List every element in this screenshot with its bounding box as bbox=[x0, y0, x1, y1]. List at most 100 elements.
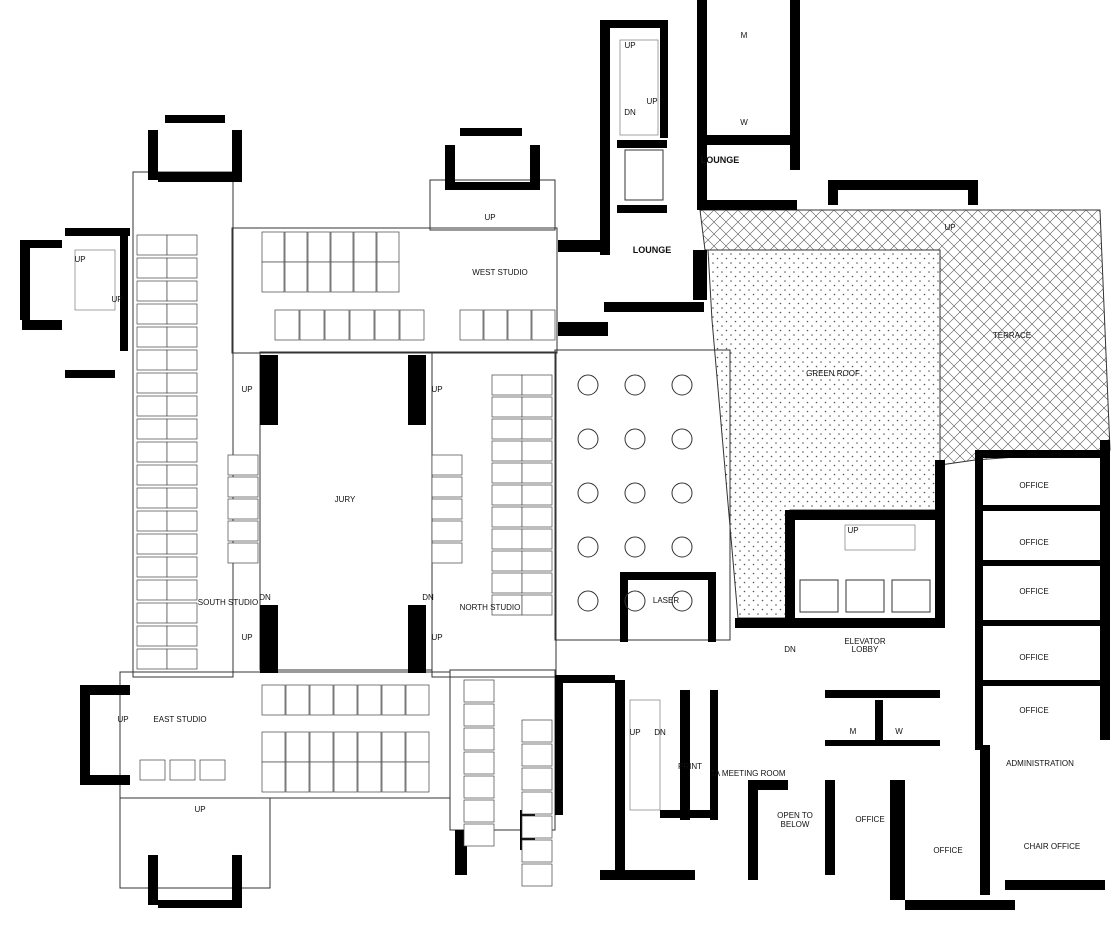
desk bbox=[136, 395, 168, 417]
desk bbox=[166, 326, 198, 348]
desk bbox=[463, 799, 495, 823]
desk bbox=[299, 309, 325, 341]
desk bbox=[507, 309, 532, 341]
desk bbox=[136, 326, 168, 348]
elevators bbox=[624, 149, 931, 613]
desk bbox=[136, 602, 168, 624]
room-label-office: OFFICE bbox=[1019, 653, 1048, 662]
desk bbox=[463, 751, 495, 775]
desk bbox=[357, 761, 382, 793]
desk bbox=[166, 372, 198, 394]
desk bbox=[309, 761, 334, 793]
round-table bbox=[671, 428, 693, 450]
desk bbox=[330, 261, 354, 293]
room-label-east-studio: EAST STUDIO bbox=[153, 715, 206, 724]
desk bbox=[463, 823, 495, 847]
desk bbox=[491, 418, 523, 440]
desk bbox=[136, 510, 168, 532]
room-label-restroom-w: W bbox=[895, 727, 903, 736]
stair-dn-label: DN bbox=[259, 593, 271, 602]
stair-up-label: UP bbox=[431, 633, 442, 642]
stair-dn-label: DN bbox=[654, 728, 666, 737]
round-table bbox=[624, 428, 646, 450]
desk bbox=[521, 863, 553, 887]
stair-dn-label: DN bbox=[784, 645, 796, 654]
desk bbox=[261, 684, 286, 716]
desk bbox=[285, 731, 310, 763]
desk bbox=[521, 418, 553, 440]
desk bbox=[284, 231, 308, 263]
stair-up-label: UP bbox=[117, 715, 128, 724]
desk bbox=[491, 550, 523, 572]
desk bbox=[521, 506, 553, 528]
desk bbox=[333, 684, 358, 716]
desk bbox=[399, 309, 425, 341]
room-label-restroom-m: M bbox=[850, 727, 857, 736]
desk bbox=[307, 231, 331, 263]
desk bbox=[431, 542, 463, 564]
desk bbox=[521, 743, 553, 767]
round-table bbox=[624, 590, 646, 612]
desk bbox=[324, 309, 350, 341]
desk bbox=[227, 498, 259, 520]
stair-up-label: UP bbox=[431, 385, 442, 394]
desk bbox=[166, 349, 198, 371]
room-label-open-to-below-2: BELOW bbox=[781, 820, 810, 829]
room-label-north-studio: NORTH STUDIO bbox=[460, 603, 521, 612]
stair-up-label: UP bbox=[111, 295, 122, 304]
desk bbox=[405, 761, 430, 793]
desk bbox=[261, 761, 286, 793]
room-label-office-bottom-1: OFFICE bbox=[855, 815, 884, 824]
desk bbox=[166, 625, 198, 647]
desk bbox=[353, 231, 377, 263]
desk bbox=[136, 303, 168, 325]
desk bbox=[459, 309, 484, 341]
room-label-open-to-below-1: OPEN TO bbox=[777, 811, 813, 820]
round-tables bbox=[577, 374, 693, 612]
room-label-jury: JURY bbox=[335, 495, 356, 504]
desk bbox=[521, 462, 553, 484]
desk bbox=[136, 234, 168, 256]
desk bbox=[491, 396, 523, 418]
desk bbox=[274, 309, 300, 341]
stair-up-label: UP bbox=[847, 526, 858, 535]
desk bbox=[463, 679, 495, 703]
desk bbox=[166, 602, 198, 624]
desk bbox=[136, 257, 168, 279]
room-label-laser: LASER bbox=[653, 596, 679, 605]
desk bbox=[136, 533, 168, 555]
desk bbox=[330, 231, 354, 263]
stair-up-label: UP bbox=[484, 213, 495, 222]
desk bbox=[491, 440, 523, 462]
desk bbox=[166, 533, 198, 555]
desk bbox=[307, 261, 331, 293]
desk bbox=[521, 815, 553, 839]
room-label-elevator-lobby-1: ELEVATOR bbox=[844, 637, 886, 646]
desk bbox=[227, 520, 259, 542]
walls bbox=[20, 0, 1110, 910]
desk bbox=[521, 484, 553, 506]
desk bbox=[166, 648, 198, 670]
desk bbox=[166, 487, 198, 509]
desk bbox=[169, 759, 196, 781]
desk bbox=[285, 684, 310, 716]
desk bbox=[261, 231, 285, 263]
desk bbox=[521, 550, 553, 572]
room-label-south-studio: SOUTH STUDIO bbox=[198, 598, 258, 607]
desk bbox=[199, 759, 226, 781]
round-table bbox=[624, 482, 646, 504]
desk bbox=[136, 418, 168, 440]
desk bbox=[521, 791, 553, 815]
stair-dn-label: DN bbox=[422, 593, 434, 602]
stair-up-label: UP bbox=[241, 633, 252, 642]
desks bbox=[136, 231, 556, 887]
desk bbox=[357, 731, 382, 763]
desk bbox=[353, 261, 377, 293]
desk bbox=[261, 261, 285, 293]
desk bbox=[376, 231, 400, 263]
desk bbox=[381, 761, 406, 793]
desk bbox=[357, 684, 382, 716]
desk bbox=[381, 684, 406, 716]
desk bbox=[136, 487, 168, 509]
